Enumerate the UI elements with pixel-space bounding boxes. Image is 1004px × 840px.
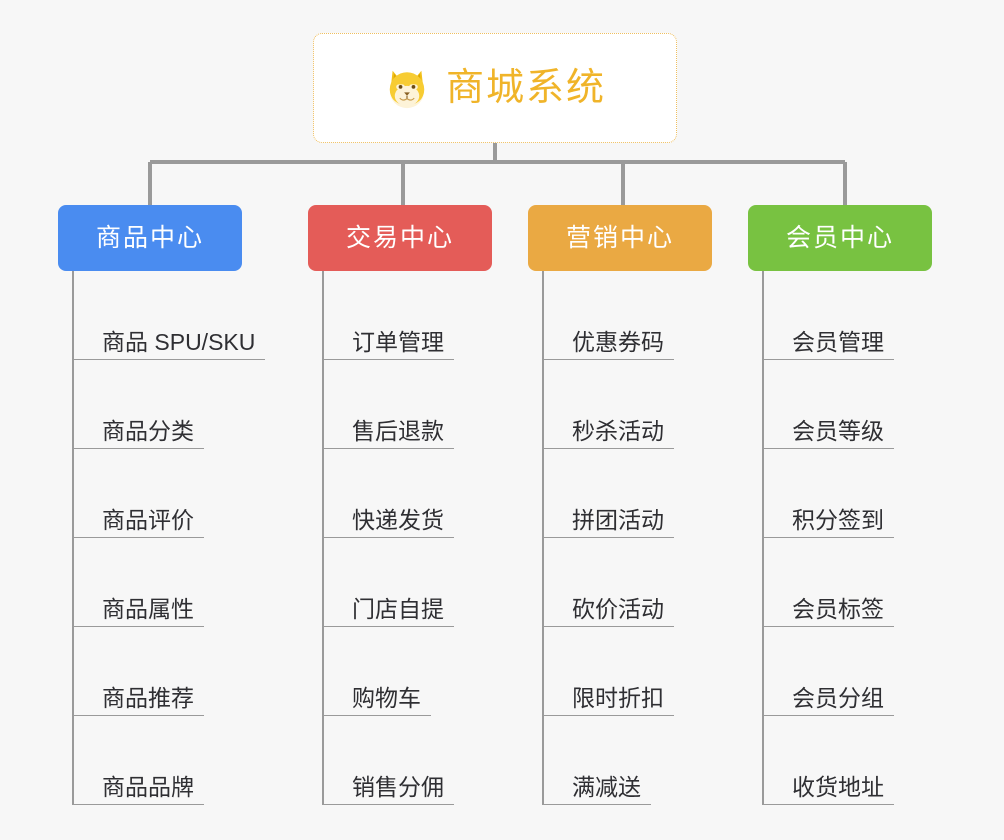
category-box-3[interactable]: 会员中心 [748,205,932,271]
leaf-list-2: 优惠券码秒杀活动拼团活动砍价活动限时折扣满减送 [528,271,712,805]
leaf-label: 商品属性 [102,595,194,622]
leaf-underline [72,804,204,805]
leaf-label: 积分签到 [792,506,884,533]
leaf-underline [542,537,674,538]
leaf-label: 商品分类 [102,417,194,444]
leaf-underline [322,359,454,360]
dog-face-icon [389,70,425,109]
leaf-underline [72,359,265,360]
leaf-label: 限时折扣 [572,684,664,711]
leaf-underline [542,626,674,627]
leaf-item[interactable]: 会员分组 [762,627,932,716]
leaf-label: 购物车 [352,684,421,711]
leaf-item[interactable]: 积分签到 [762,449,932,538]
category-label: 营销中心 [565,223,674,252]
category-box-1[interactable]: 交易中心 [308,205,492,271]
leaf-underline [322,448,454,449]
leaf-label: 订单管理 [352,328,444,355]
leaf-item[interactable]: 商品品牌 [72,716,242,805]
category-label: 商品中心 [95,223,204,252]
leaf-underline [542,804,651,805]
category-box-0[interactable]: 商品中心 [58,205,242,271]
leaf-label: 优惠券码 [572,328,664,355]
leaf-underline [322,626,454,627]
leaf-label: 快递发货 [352,506,444,533]
leaf-label: 销售分佣 [352,773,444,800]
leaf-label: 会员标签 [792,595,884,622]
leaf-label: 收货地址 [792,773,884,800]
leaf-label: 会员等级 [792,417,884,444]
leaf-label: 秒杀活动 [572,417,664,444]
category-label: 交易中心 [345,223,454,252]
category-box-2[interactable]: 营销中心 [528,205,712,271]
leaf-item[interactable]: 砍价活动 [542,538,712,627]
leaf-item[interactable]: 商品推荐 [72,627,242,716]
leaf-label: 会员管理 [792,328,884,355]
leaf-label: 拼团活动 [572,506,664,533]
leaf-item[interactable]: 订单管理 [322,271,492,360]
leaf-underline [72,448,204,449]
leaf-item[interactable]: 售后退款 [322,360,492,449]
leaf-item[interactable]: 会员等级 [762,360,932,449]
root-title: 商城系统 [445,67,606,109]
leaf-list-0: 商品 SPU/SKU 商品分类商品评价商品属性商品推荐商品品牌 [58,271,265,805]
leaf-label: 售后退款 [352,417,444,444]
leaf-underline [322,715,431,716]
leaf-item[interactable]: 商品评价 [72,449,242,538]
leaf-item[interactable]: 商品属性 [72,538,242,627]
root-node[interactable]: 商城系统 [313,33,677,143]
column-3: 会员中心会员管理会员等级积分签到会员标签会员分组收货地址 [748,205,932,805]
leaf-underline [72,626,204,627]
leaf-item[interactable]: 优惠券码 [542,271,712,360]
leaf-label: 商品评价 [102,506,194,533]
leaf-underline [72,715,204,716]
leaf-underline [762,804,894,805]
leaf-underline [542,715,674,716]
leaf-label: 商品 SPU/SKU [102,328,256,355]
leaf-item[interactable]: 商品分类 [72,360,242,449]
leaf-item[interactable]: 会员管理 [762,271,932,360]
leaf-trunk [322,271,324,805]
leaf-trunk [542,271,544,805]
leaf-underline [322,804,454,805]
leaf-item[interactable]: 会员标签 [762,538,932,627]
leaf-underline [542,448,674,449]
leaf-list-1: 订单管理售后退款快递发货门店自提购物车销售分佣 [308,271,492,805]
leaf-underline [762,359,894,360]
leaf-item[interactable]: 销售分佣 [322,716,492,805]
leaf-underline [542,359,674,360]
leaf-trunk [762,271,764,805]
leaf-item[interactable]: 快递发货 [322,449,492,538]
leaf-item[interactable]: 满减送 [542,716,712,805]
leaf-underline [762,715,894,716]
leaf-label: 商品推荐 [102,684,194,711]
leaf-item[interactable]: 拼团活动 [542,449,712,538]
leaf-underline [762,448,894,449]
category-label: 会员中心 [785,223,894,252]
leaf-label: 会员分组 [792,684,884,711]
column-2: 营销中心优惠券码秒杀活动拼团活动砍价活动限时折扣满减送 [528,205,712,805]
leaf-underline [322,537,454,538]
leaf-underline [762,537,894,538]
leaf-label: 砍价活动 [572,595,664,622]
column-0: 商品中心商品 SPU/SKU 商品分类商品评价商品属性商品推荐商品品牌 [58,205,265,805]
leaf-label: 商品品牌 [102,773,194,800]
leaf-item[interactable]: 商品 SPU/SKU [72,271,265,360]
leaf-trunk [72,271,74,805]
leaf-list-3: 会员管理会员等级积分签到会员标签会员分组收货地址 [748,271,932,805]
leaf-underline [762,626,894,627]
leaf-item[interactable]: 购物车 [322,627,492,716]
column-1: 交易中心订单管理售后退款快递发货门店自提购物车销售分佣 [308,205,492,805]
leaf-label: 门店自提 [352,595,444,622]
leaf-label: 满减送 [572,773,641,800]
leaf-underline [72,537,204,538]
leaf-item[interactable]: 收货地址 [762,716,932,805]
leaf-item[interactable]: 门店自提 [322,538,492,627]
leaf-item[interactable]: 限时折扣 [542,627,712,716]
leaf-item[interactable]: 秒杀活动 [542,360,712,449]
